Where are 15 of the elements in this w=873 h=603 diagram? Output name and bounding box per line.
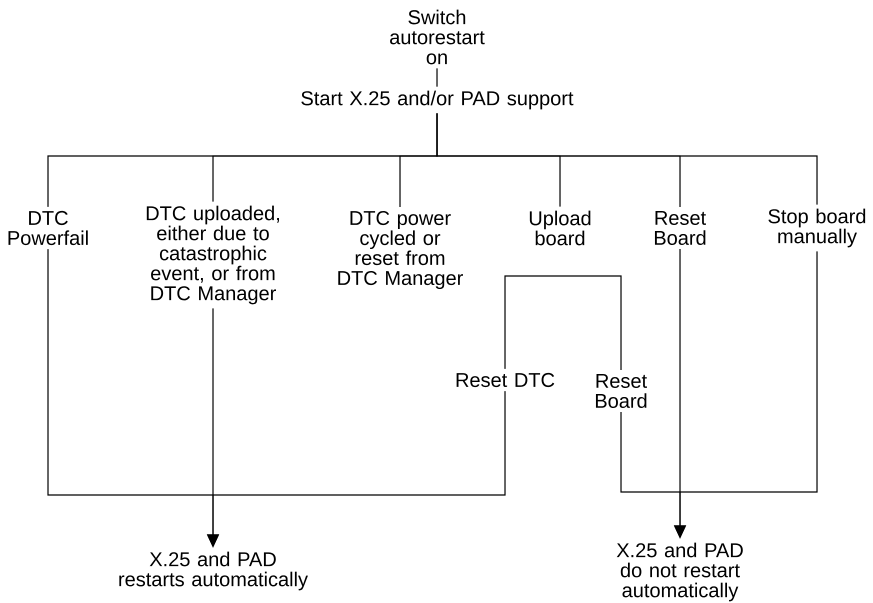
step-text: Upload board — [530, 210, 590, 246]
step-text: X.25 and PAD restarts automatically — [119, 552, 308, 590]
step-text: Reset Board — [596, 374, 647, 408]
connector-line — [436, 113, 818, 205]
step-text: Stop board manually — [768, 208, 866, 248]
connector-line — [436, 68, 438, 87]
step-text: DTC uploaded, either due to catastrophic event, or from DTC Manager — [146, 206, 279, 304]
step-text: X.25 and PAD do not restart automatically — [616, 542, 743, 602]
connector-line — [504, 275, 622, 370]
step-text: DTC power cycled or reset from DTC Manager — [338, 210, 463, 290]
step-text: Reset DTC — [456, 372, 554, 388]
step-text: Switch autorestart on — [390, 10, 485, 64]
step-text: Start X.25 and/or PAD support — [301, 90, 574, 110]
step-text: Reset Board — [654, 211, 706, 245]
step-text: DTC Powerfail — [8, 210, 88, 246]
